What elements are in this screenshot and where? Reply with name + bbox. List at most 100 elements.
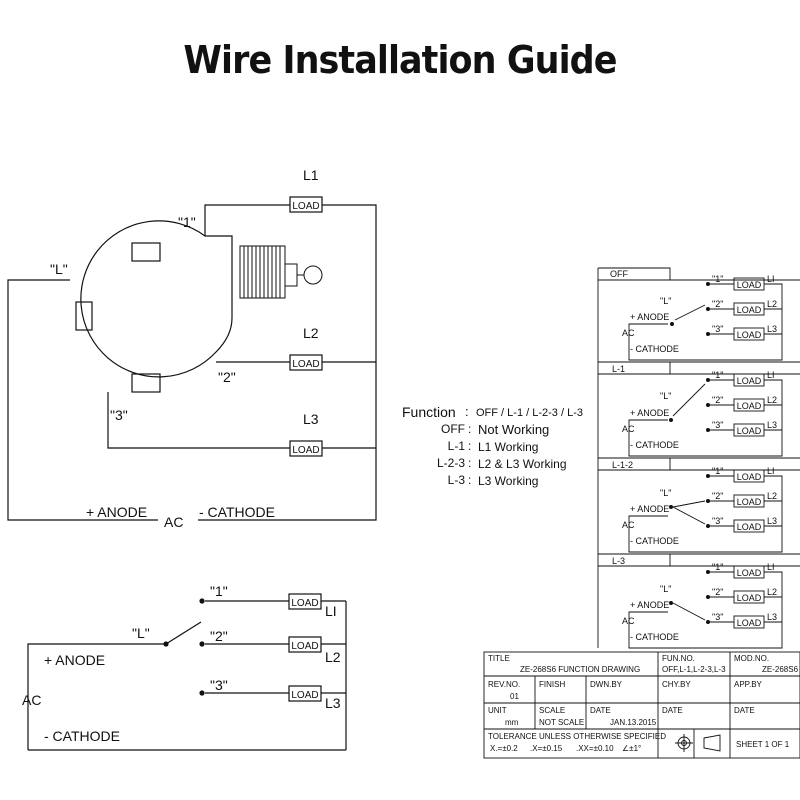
schematic-terminal-l: "L"	[132, 625, 150, 641]
schematic-terminal-3: "3"	[210, 677, 228, 693]
legend-colon-l3: :	[468, 473, 471, 487]
tb-scale-v: NOT SCALE	[539, 718, 584, 727]
schematic-terminal-2: "2"	[210, 628, 228, 644]
terminal-label-l: "L"	[50, 261, 68, 277]
panel-l12-cathode: - CATHODE	[630, 536, 679, 546]
terminal-dot-1	[199, 598, 205, 604]
schematic-ac: AC	[22, 692, 41, 708]
panel-off: OFF "1" "2" "3" "L" LOAD LOAD LOAD LI L2…	[598, 267, 800, 361]
load-box-3	[289, 440, 323, 457]
legend-colon-off: :	[468, 422, 471, 436]
panel-off-anode: + ANODE	[630, 312, 669, 322]
legend-key-l3: L-3	[448, 473, 466, 487]
tb-mod-v: ZE-268S6	[762, 665, 799, 674]
panel-off-o2: L2	[767, 299, 777, 309]
tb-unit-h: UNIT	[488, 706, 507, 715]
legend-value-l1: L1 Working	[478, 440, 538, 454]
panel-l3-load-2: LOAD	[737, 593, 762, 603]
panel-l12-t3: "3"	[712, 516, 723, 526]
panel-tab-l1: L-1	[612, 364, 625, 374]
tb-mod-h: MOD.NO.	[734, 654, 769, 663]
schematic-load-box-1	[288, 593, 322, 610]
tb-finish-h: FINISH	[539, 680, 565, 689]
panel-tab-l12: L-1-2	[612, 460, 633, 470]
panel-l3-o3: L3	[767, 612, 777, 622]
panel-off-load-3: LOAD	[737, 330, 762, 340]
tb-date-h: DATE	[590, 706, 611, 715]
function-values: OFF / L-1 / L-2-3 / L-3	[476, 407, 583, 419]
panel-l12-o1: LI	[767, 466, 775, 476]
panel-off-t2: "2"	[712, 299, 723, 309]
function-colon: :	[465, 404, 469, 419]
legend-value-off: Not Working	[478, 422, 549, 437]
tb-rev-h: REV.NO.	[488, 680, 520, 689]
panel-l3-t1: "1"	[712, 562, 723, 572]
panel-l1-cathode: - CATHODE	[630, 440, 679, 450]
panel-l12-o3: L3	[767, 516, 777, 526]
panel-l1-o1: LI	[767, 370, 775, 380]
panel-tab-off: OFF	[610, 269, 628, 279]
panel-l1-tl: "L"	[660, 391, 671, 401]
panel-l12: L-1-2 "1" "2" "3" "L" LOAD LOAD LOAD LI …	[598, 457, 800, 553]
panel-l1-load-1: LOAD	[737, 376, 762, 386]
panel-l1-t2: "2"	[712, 395, 723, 405]
tb-title-v: ZE-268S6 FUNCTION DRAWING	[520, 665, 640, 674]
tb-sheet: SHEET 1 OF 1	[736, 740, 790, 749]
panel-l3-ac: AC	[622, 616, 635, 626]
panel-l3-t3: "3"	[712, 612, 723, 622]
panel-l12-t2: "2"	[712, 491, 723, 501]
schematic-load-box-3	[288, 685, 322, 702]
schematic: LOAD LOAD LOAD "1" "2" "3" "L" LI L2 L3 …	[22, 583, 347, 751]
threaded-bushing	[239, 245, 323, 299]
schematic-anode: + ANODE	[44, 652, 105, 668]
panel-l3-o2: L2	[767, 587, 777, 597]
panel-l12-ac: AC	[622, 520, 635, 530]
tb-tolerance-h: TOLERANCE UNLESS OTHERWISE SPECIFIED	[488, 732, 666, 741]
load-label-3: LOAD	[292, 445, 319, 456]
tb-chy-h: CHY.BY	[662, 680, 691, 689]
legend-colon-l1: :	[468, 439, 471, 453]
panel-l12-t1: "1"	[712, 466, 723, 476]
terminal-label-3: "3"	[110, 407, 128, 423]
panel-l12-o2: L2	[767, 491, 777, 501]
panel-l3-anode: + ANODE	[630, 600, 669, 610]
line-label-l3: L3	[303, 411, 319, 427]
panel-l12-anode: + ANODE	[630, 504, 669, 514]
terminal-dot-3	[199, 690, 205, 696]
tb-date2-h: DATE	[662, 706, 683, 715]
legend-value-l3: L3 Working	[478, 474, 538, 488]
terminal-dot-l	[163, 641, 169, 647]
tb-app-h: APP.BY	[734, 680, 763, 689]
switch-pictorial: LOAD LOAD LOAD L1 L2 L3 "1" "L" "2" "3" …	[7, 167, 377, 530]
panel-off-t1: "1"	[712, 274, 723, 284]
panel-l3: L-3 "1" "2" "3" "L" LOAD LOAD LOAD LI L2…	[598, 553, 800, 649]
schematic-terminal-1: "1"	[210, 583, 228, 599]
panel-l1-t1: "1"	[712, 370, 723, 380]
switch-arm	[165, 621, 202, 645]
panel-l1-load-2: LOAD	[737, 401, 762, 411]
panel-l1-o2: L2	[767, 395, 777, 405]
schematic-cathode: - CATHODE	[44, 728, 120, 744]
panel-l1-o3: L3	[767, 420, 777, 430]
panel-off-ac: AC	[622, 328, 635, 338]
schematic-load-label-3: LOAD	[291, 690, 318, 701]
schematic-out-2: L2	[325, 649, 341, 665]
anode-label: + ANODE	[86, 504, 147, 520]
legend-key-l23: L-2-3	[437, 456, 465, 470]
panel-l3-load-3: LOAD	[737, 618, 762, 628]
tb-scale-h: SCALE	[539, 706, 565, 715]
panel-off-load-2: LOAD	[737, 305, 762, 315]
legend-colon-l23: :	[468, 456, 471, 470]
panel-l3-t2: "2"	[712, 587, 723, 597]
panel-off-o1: LI	[767, 274, 775, 284]
schematic-load-box-2	[288, 636, 322, 653]
tb-dwn-h: DWN.BY	[590, 680, 623, 689]
panel-l12-load-3: LOAD	[737, 522, 762, 532]
panel-l3-cathode: - CATHODE	[630, 632, 679, 642]
panel-l3-tl: "L"	[660, 584, 671, 594]
terminal-dot-2	[199, 641, 205, 647]
line-label-l1: L1	[303, 167, 319, 183]
load-box-2	[289, 354, 323, 371]
tb-unit-v: mm	[505, 718, 519, 727]
